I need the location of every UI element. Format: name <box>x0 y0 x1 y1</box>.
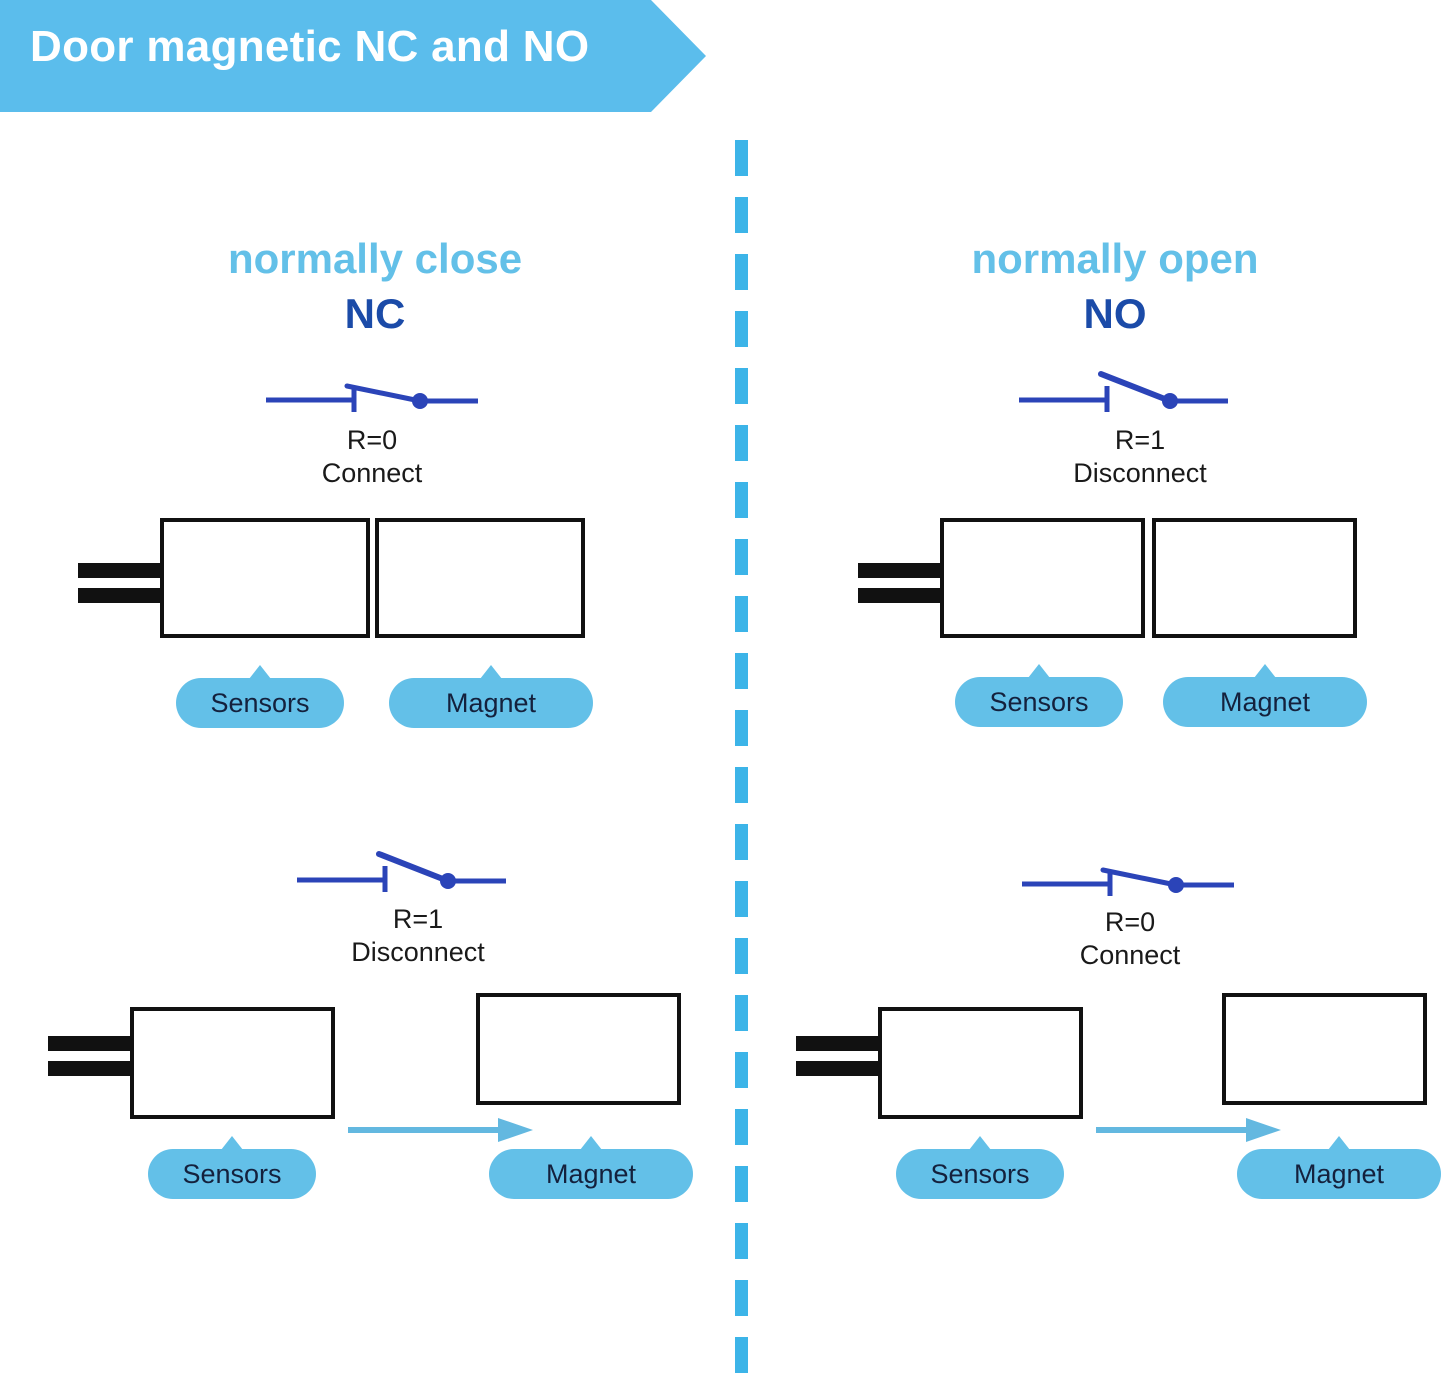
status-text-no-open: Disconnect <box>1073 457 1207 488</box>
status-text-nc-open: Disconnect <box>351 936 485 967</box>
magnet-block-nc-closed <box>375 518 585 638</box>
wire-bottom <box>858 588 944 603</box>
wire-bottom <box>796 1061 882 1076</box>
column-heading-nc-main: normally close <box>227 235 523 282</box>
page-title: Door magnetic NC and NO <box>30 22 590 71</box>
magnet-pill-label: Magnet <box>1293 1158 1385 1189</box>
switch-caption-no-closed: R=0 Connect <box>1010 906 1250 972</box>
column-heading-no-main: normally open <box>971 235 1259 282</box>
column-heading-no: normally open NO <box>875 238 1355 338</box>
magnet-motion-arrow-nc-open <box>348 1113 538 1143</box>
sensor-wires-no-closed <box>796 1036 882 1076</box>
switch-symbol-no-closed <box>1018 856 1238 902</box>
sensor-block-nc-closed <box>160 518 370 638</box>
magnet-pill-label: Magnet <box>545 1158 637 1189</box>
magnet-pill-label: Magnet <box>445 687 537 718</box>
sensor-block-no-closed <box>878 1007 1083 1119</box>
resistance-value-nc-open: R=1 <box>392 904 444 934</box>
column-heading-no-abbr: NO <box>1083 290 1147 337</box>
arrow-right-icon <box>348 1118 533 1142</box>
pill-pointer-icon <box>249 665 271 679</box>
switch-caption-nc-closed: R=0 Connect <box>252 424 492 490</box>
switch-symbol-nc-open <box>293 846 513 900</box>
wire-top <box>78 563 164 578</box>
wire-bottom <box>48 1061 134 1076</box>
magnet-block-no-open <box>1152 518 1357 638</box>
column-heading-nc-abbr: NC <box>344 290 406 337</box>
status-text-no-closed: Connect <box>1079 939 1181 970</box>
sensor-wires-nc-closed <box>78 563 164 603</box>
switch-caption-nc-open: R=1 Disconnect <box>283 903 553 969</box>
magnet-motion-arrow-no-closed <box>1096 1113 1286 1143</box>
magnet-pill-nc-open: Magnet <box>489 1136 693 1199</box>
sensor-pill-label: Sensors <box>930 1158 1030 1189</box>
pill-pointer-icon <box>1254 664 1276 678</box>
sensor-pill-no-open: Sensors <box>955 664 1123 727</box>
switch-closed-glyph <box>1022 867 1234 896</box>
column-heading-nc: normally close NC <box>135 238 615 338</box>
magnet-pill-no-open: Magnet <box>1163 664 1367 727</box>
magnet-block-no-closed <box>1222 993 1427 1105</box>
pill-pointer-icon <box>480 665 502 679</box>
pill-pointer-icon <box>221 1136 243 1150</box>
sensor-wires-nc-open <box>48 1036 134 1076</box>
sensor-block-nc-open <box>130 1007 335 1119</box>
magnet-block-nc-open <box>476 993 681 1105</box>
arrow-right-icon <box>1096 1118 1281 1142</box>
sensor-block-no-open <box>940 518 1145 638</box>
switch-caption-no-open: R=1 Disconnect <box>1005 424 1275 490</box>
pill-pointer-icon <box>580 1136 602 1150</box>
sensor-pill-label: Sensors <box>989 686 1089 717</box>
switch-open-glyph <box>297 851 506 892</box>
status-text-nc-closed: Connect <box>321 457 423 488</box>
sensor-pill-nc-closed: Sensors <box>176 665 344 728</box>
wire-top <box>858 563 944 578</box>
sensor-pill-no-closed: Sensors <box>896 1136 1064 1199</box>
resistance-value-no-closed: R=0 <box>1104 907 1156 937</box>
wire-top <box>48 1036 134 1051</box>
pill-pointer-icon <box>1328 1136 1350 1150</box>
switch-symbol-nc-closed <box>262 372 482 418</box>
sensor-pill-label: Sensors <box>210 687 310 718</box>
magnet-pill-no-closed: Magnet <box>1237 1136 1441 1199</box>
switch-symbol-no-open <box>1015 366 1235 420</box>
pill-pointer-icon <box>1028 664 1050 678</box>
sensor-wires-no-open <box>858 563 944 603</box>
sensor-pill-nc-open: Sensors <box>148 1136 316 1199</box>
pill-pointer-icon <box>969 1136 991 1150</box>
switch-open-glyph <box>1019 371 1228 412</box>
switch-closed-glyph <box>266 383 478 412</box>
header-banner <box>0 0 706 112</box>
resistance-value-nc-closed: R=0 <box>346 425 398 455</box>
wire-top <box>796 1036 882 1051</box>
magnet-pill-nc-closed: Magnet <box>389 665 593 728</box>
vertical-dashed-divider <box>735 140 748 1393</box>
magnet-pill-label: Magnet <box>1219 686 1311 717</box>
wire-bottom <box>78 588 164 603</box>
resistance-value-no-open: R=1 <box>1114 425 1166 455</box>
sensor-pill-label: Sensors <box>182 1158 282 1189</box>
